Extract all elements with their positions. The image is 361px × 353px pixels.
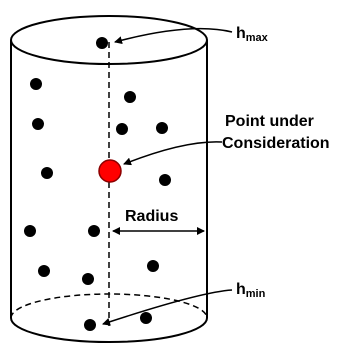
- point-under-consideration: [98, 159, 122, 183]
- points: [24, 37, 171, 331]
- point-label-line2: Consideration: [222, 135, 330, 152]
- point-bottom: [84, 319, 96, 331]
- hmin-label: hmin: [236, 281, 266, 300]
- point: [140, 312, 152, 324]
- point: [156, 122, 168, 134]
- hmin-arrow: [102, 289, 233, 326]
- point: [159, 174, 171, 186]
- point: [82, 273, 94, 285]
- point-label-line1: Point under: [225, 113, 314, 130]
- point: [88, 225, 100, 237]
- hmin-label-sub: min: [246, 288, 266, 300]
- hmin-label-base: h: [236, 281, 246, 298]
- point: [30, 78, 42, 90]
- point: [38, 265, 50, 277]
- point-arrow: [123, 141, 223, 166]
- hmax-label-base: h: [236, 25, 246, 42]
- radius-label: Radius: [125, 208, 178, 225]
- point: [24, 225, 36, 237]
- hmax-label: hmax: [236, 25, 269, 44]
- hmax-arrow: [114, 27, 233, 45]
- point: [147, 260, 159, 272]
- point-top: [96, 37, 108, 49]
- point: [32, 118, 44, 130]
- cylinder-bottom-front: [10, 317, 208, 343]
- hmax-label-sub: max: [246, 32, 269, 44]
- point: [116, 123, 128, 135]
- point: [124, 91, 136, 103]
- point: [41, 167, 53, 179]
